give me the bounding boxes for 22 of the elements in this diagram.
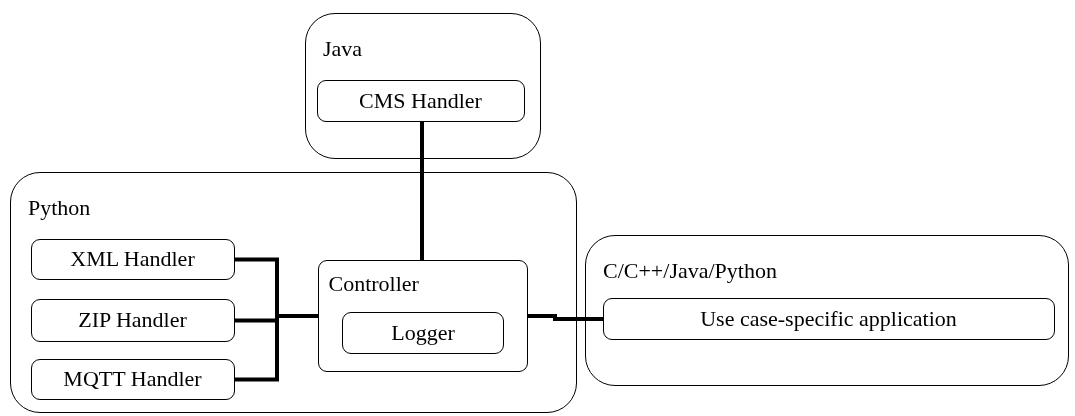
box-label: Logger bbox=[391, 322, 455, 344]
handler-box bbox=[30, 298, 235, 342]
group-container bbox=[10, 172, 577, 413]
group-container bbox=[585, 235, 1069, 386]
handler-box bbox=[316, 79, 525, 122]
group-heading: Controller bbox=[328, 272, 419, 295]
box-label: Use case-specific application bbox=[700, 307, 957, 330]
group-heading: Python bbox=[28, 197, 91, 219]
handler-box bbox=[30, 358, 235, 400]
component-box bbox=[317, 259, 528, 372]
box-label: MQTT Handler bbox=[63, 368, 202, 390]
group-container bbox=[305, 13, 541, 159]
handler-box bbox=[30, 238, 235, 280]
group-heading: Java bbox=[323, 38, 363, 60]
box-label: ZIP Handler bbox=[78, 309, 187, 331]
group-heading: C/C++/Java/Python bbox=[603, 260, 777, 282]
connector-line bbox=[528, 314, 603, 321]
handler-box bbox=[342, 312, 504, 354]
handler-box bbox=[602, 297, 1055, 340]
connector-line bbox=[420, 122, 424, 260]
box-label: XML Handler bbox=[70, 248, 195, 270]
box-label: CMS Handler bbox=[359, 89, 482, 112]
